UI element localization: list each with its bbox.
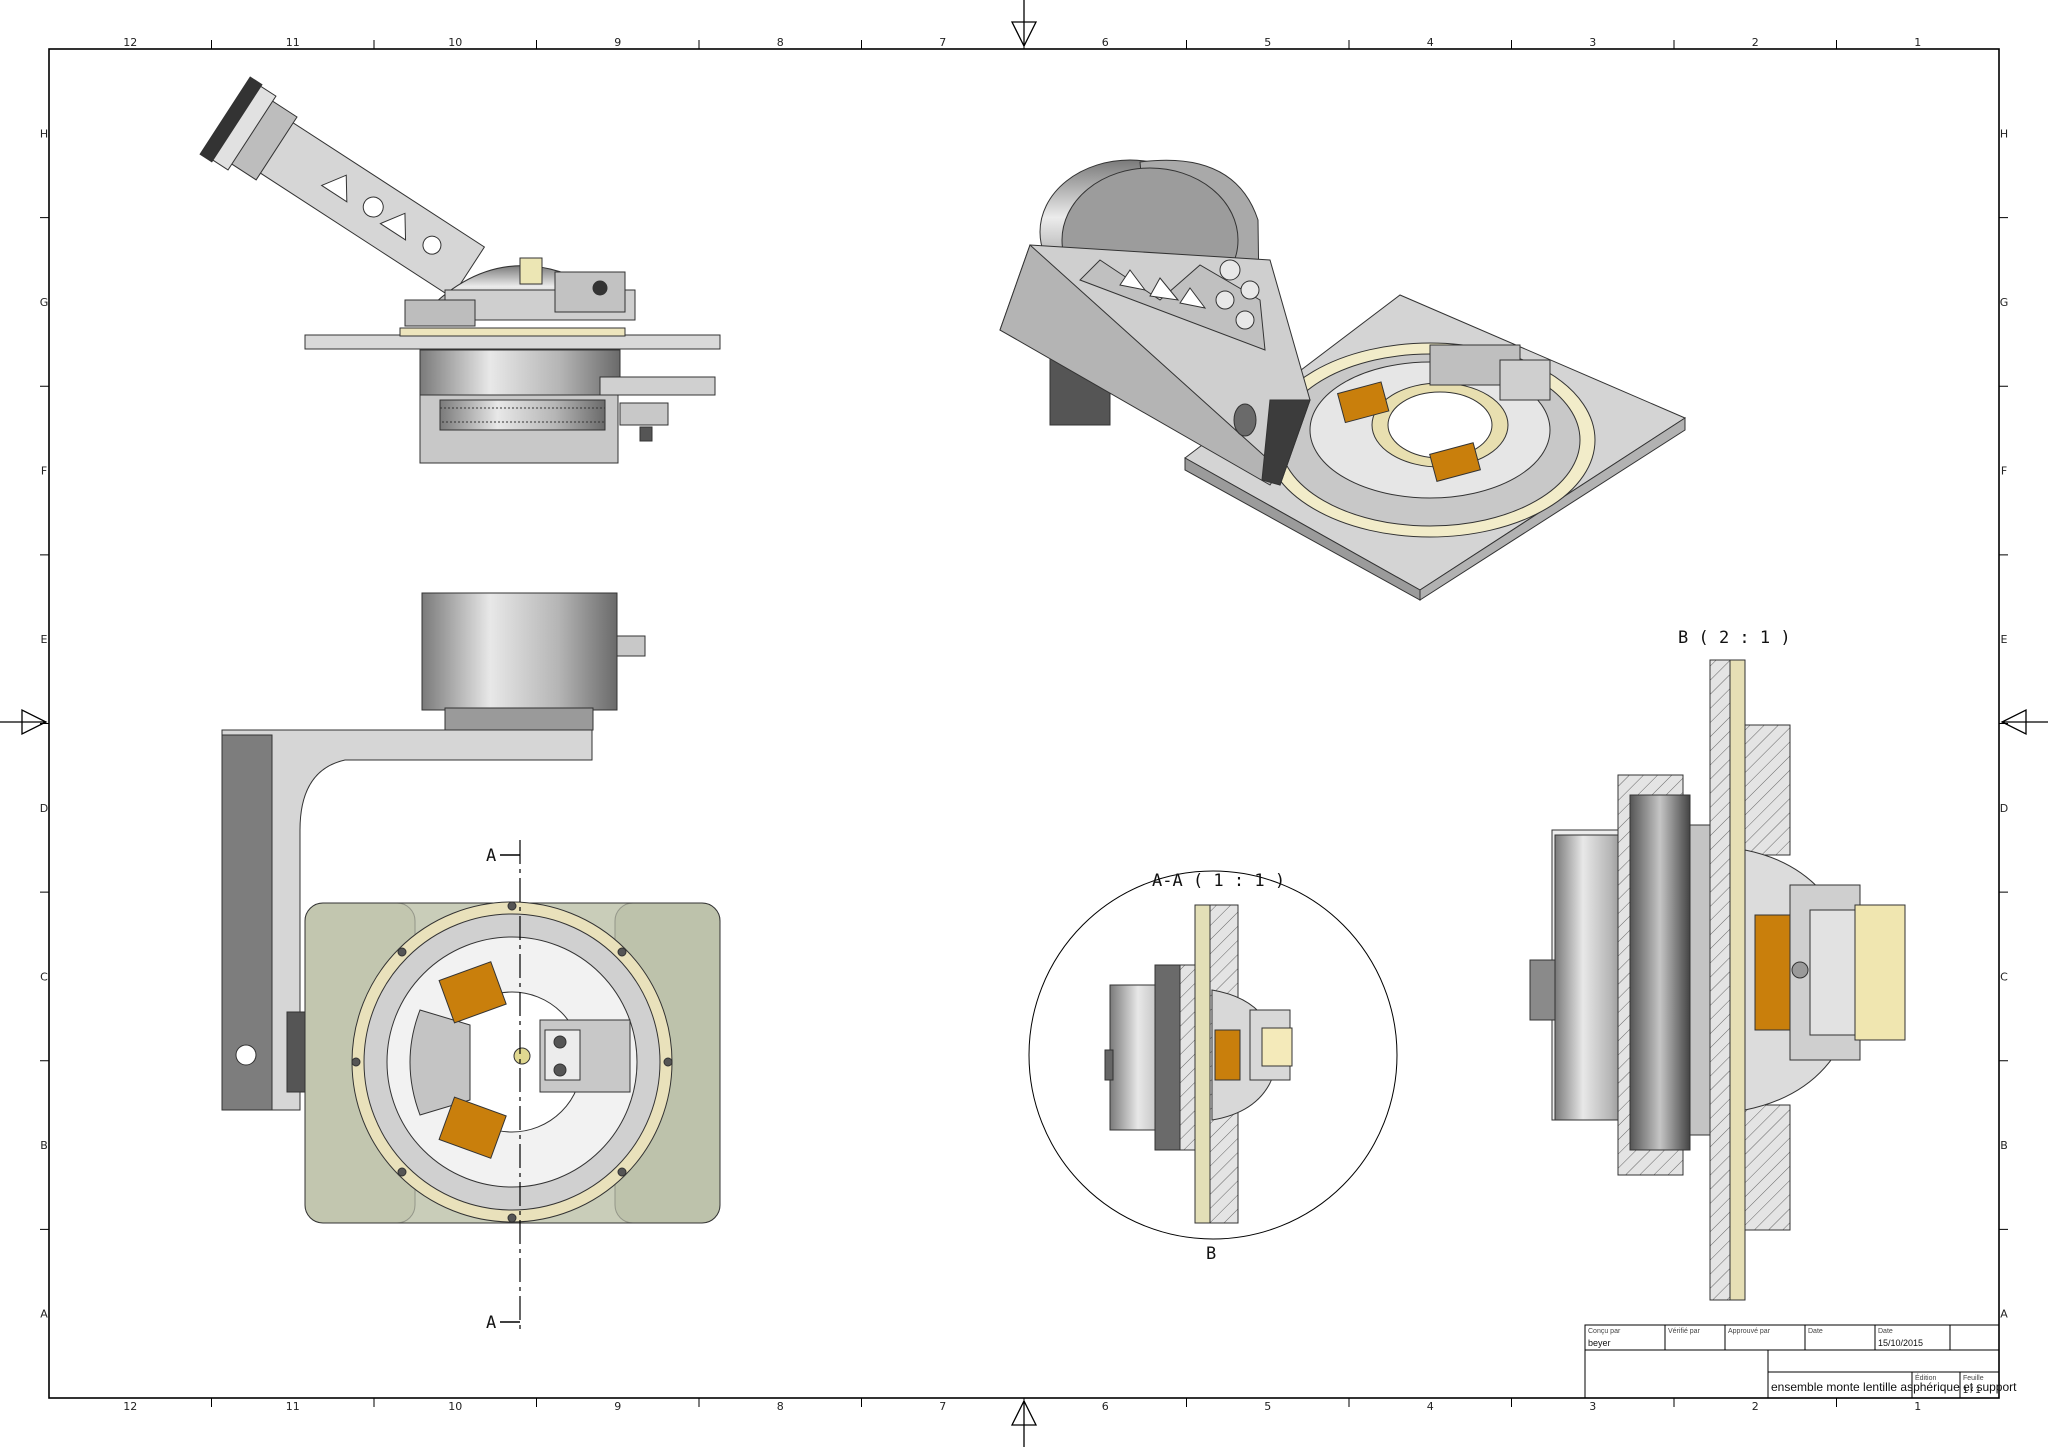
- tb-designed-by: beyer: [1588, 1338, 1611, 1348]
- zone-column-label-top: 7: [939, 36, 946, 49]
- zone-column-label-bottom: 3: [1589, 1400, 1596, 1413]
- zone-column-label-bottom: 12: [123, 1400, 137, 1413]
- section-marker-bottom: A: [486, 1313, 496, 1333]
- zone-row-label-left: E: [41, 633, 48, 646]
- side-elevation-view: [199, 76, 721, 464]
- zone-column-label-bottom: 7: [939, 1400, 946, 1413]
- zone-column-label-bottom: 11: [286, 1400, 300, 1413]
- zone-column-label-bottom: 8: [777, 1400, 784, 1413]
- zone-column-label-bottom: 5: [1264, 1400, 1271, 1413]
- zone-column-label-top: 5: [1264, 36, 1271, 49]
- section-aa-label: A-A ( 1 : 1 ): [1152, 871, 1285, 891]
- title-block: [1584, 1324, 2000, 1399]
- plan-view: [221, 592, 721, 1330]
- zone-row-label-left: G: [40, 296, 49, 309]
- zone-column-label-top: 1: [1914, 36, 1921, 49]
- tb-date-label-2: Date: [1878, 1328, 1893, 1335]
- zone-column-label-top: 4: [1427, 36, 1434, 49]
- zone-row-label-left: F: [41, 465, 47, 478]
- isometric-view: [999, 159, 1687, 601]
- zone-column-label-bottom: 2: [1752, 1400, 1759, 1413]
- zone-column-label-top: 10: [448, 36, 462, 49]
- zone-row-label-right: H: [2000, 127, 2008, 140]
- section-aa-view: [1028, 870, 1398, 1240]
- section-marker-top: A: [486, 846, 496, 866]
- tb-drawing-title: ensemble monte lentille asphérique et su…: [1771, 1380, 2017, 1394]
- zone-column-label-top: 11: [286, 36, 300, 49]
- zone-column-label-top: 9: [614, 36, 621, 49]
- tb-approved-by-label: Approuvé par: [1728, 1328, 1771, 1335]
- zone-column-label-top: 3: [1589, 36, 1596, 49]
- zone-column-label-bottom: 1: [1914, 1400, 1921, 1413]
- zone-row-label-left: A: [40, 1308, 48, 1321]
- tb-designed-by-label: Conçu par: [1588, 1328, 1621, 1335]
- zone-column-label-top: 8: [777, 36, 784, 49]
- zone-column-label-top: 6: [1102, 36, 1109, 49]
- detail-marker: B: [1206, 1244, 1216, 1264]
- tb-date: 15/10/2015: [1878, 1338, 1923, 1348]
- zone-row-label-left: B: [40, 1139, 48, 1152]
- zone-row-label-right: G: [2000, 296, 2009, 309]
- tb-edition-label: Édition: [1915, 1373, 1937, 1382]
- zone-column-label-bottom: 9: [614, 1400, 621, 1413]
- zone-row-label-right: E: [2001, 633, 2008, 646]
- zone-row-label-right: F: [2001, 465, 2007, 478]
- zone-ticks: [40, 40, 2008, 1407]
- zone-row-label-left: D: [40, 802, 48, 815]
- tb-date-label-1: Date: [1808, 1328, 1823, 1335]
- zone-row-label-right: B: [2000, 1139, 2008, 1152]
- tb-checked-by-label: Vérifié par: [1668, 1328, 1701, 1335]
- zone-column-label-top: 2: [1752, 36, 1759, 49]
- zone-column-label-bottom: 6: [1102, 1400, 1109, 1413]
- zone-column-label-bottom: 10: [448, 1400, 462, 1413]
- zone-row-label-left: C: [40, 970, 48, 983]
- tb-sheet-label: Feuille: [1963, 1375, 1984, 1382]
- detail-b-label: B ( 2 : 1 ): [1678, 628, 1791, 648]
- detail-b-view: [1529, 659, 1906, 1301]
- zone-row-label-right: C: [2000, 970, 2008, 983]
- zone-row-label-right: D: [2000, 802, 2008, 815]
- zone-row-label-left: H: [40, 127, 48, 140]
- tb-sheet: 1 / 1: [1963, 1385, 1981, 1395]
- zone-column-label-top: 12: [123, 36, 137, 49]
- zone-column-label-bottom: 4: [1427, 1400, 1434, 1413]
- zone-row-label-right: A: [2000, 1308, 2008, 1321]
